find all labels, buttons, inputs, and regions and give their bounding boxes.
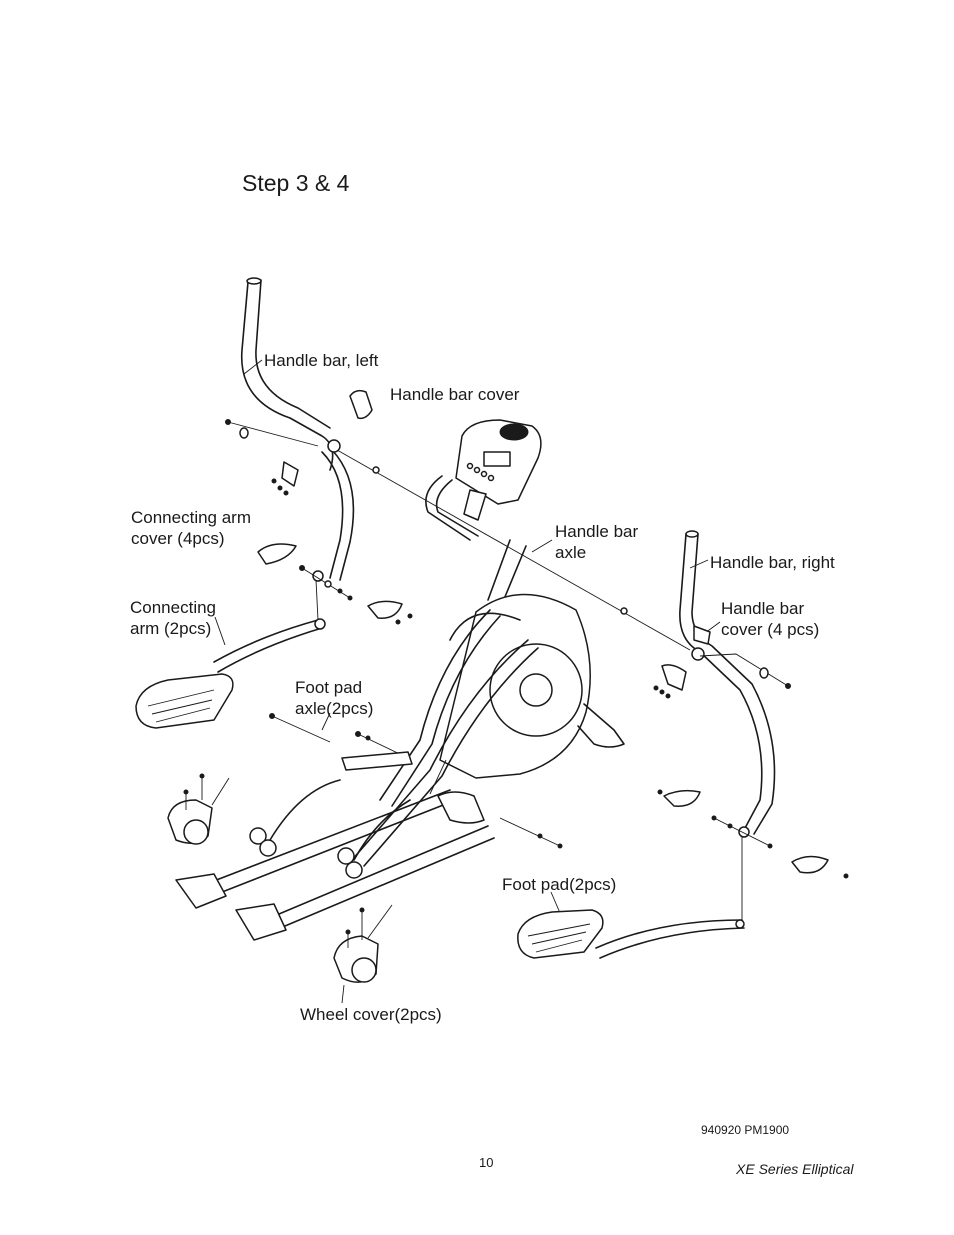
- base-rails: [175, 779, 563, 941]
- handle-bar-axle-line: [329, 445, 691, 651]
- frame-body: [429, 539, 625, 795]
- connecting-arm-right: [595, 836, 745, 959]
- label-connecting-arm-line1: Connecting: [130, 598, 217, 617]
- connecting-arm-left: [213, 579, 326, 673]
- foot-pad-right: [517, 909, 604, 959]
- axle-washer: [372, 466, 380, 474]
- foot-pad-left: [135, 673, 234, 729]
- label-handle-bar-cover-4-line1: Handle bar: [721, 599, 805, 618]
- handle-bar-left: [240, 277, 355, 582]
- label-connecting-arm-cover-line1: Connecting arm: [131, 508, 252, 527]
- label-connecting-arm-line2: arm (2pcs): [130, 619, 212, 638]
- page-number: 10: [479, 1155, 494, 1170]
- label-handle-bar-cover-4-line2: cover (4 pcs): [721, 620, 820, 639]
- console-assembly: [425, 419, 542, 541]
- leader-lines: [211, 359, 721, 1004]
- product-series-name: XE Series Elliptical: [736, 1161, 854, 1177]
- label-handle-bar-axle-line1: Handle bar: [555, 522, 639, 541]
- label-handle-bar-left: Handle bar, left: [264, 351, 379, 370]
- connecting-arm-cover-left: [257, 543, 413, 625]
- label-handle-bar-right: Handle bar, right: [710, 553, 835, 572]
- right-hardware: [653, 625, 849, 879]
- left-hardware: [225, 389, 373, 496]
- label-wheel-cover: Wheel cover(2pcs): [300, 1005, 442, 1024]
- label-foot-pad-axle-line1: Foot pad: [295, 678, 363, 697]
- handle-bar-right: [679, 530, 776, 838]
- linkage-arms: [269, 609, 539, 867]
- label-connecting-arm-cover-line2: cover (4pcs): [131, 529, 225, 548]
- wheel-cover-lower: [333, 907, 379, 983]
- label-foot-pad: Foot pad(2pcs): [502, 875, 617, 894]
- label-foot-pad-axle-line2: axle(2pcs): [295, 699, 374, 718]
- page-title: Step 3 & 4: [242, 170, 350, 196]
- wheel-cover-upper: [167, 773, 213, 845]
- document-code: 940920 PM1900: [701, 1123, 790, 1137]
- label-handle-bar-axle-line2: axle: [555, 543, 587, 562]
- label-handle-bar-cover: Handle bar cover: [390, 385, 520, 404]
- axle-washer: [620, 607, 628, 615]
